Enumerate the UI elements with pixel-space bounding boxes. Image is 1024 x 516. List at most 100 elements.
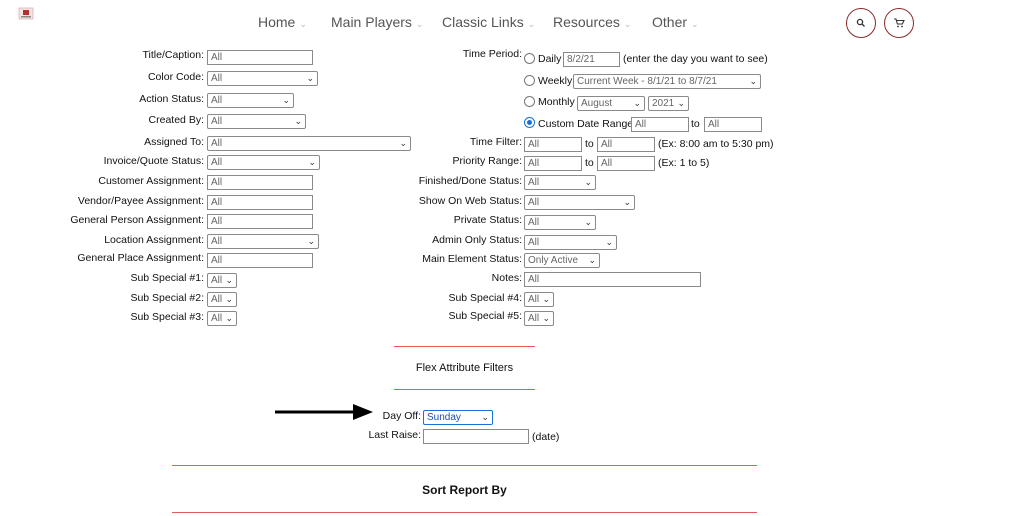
time-filter-label: Time Filter: [469, 136, 522, 148]
custom-to-label: to [691, 118, 700, 130]
created-by-select[interactable]: All ⌄ [207, 114, 306, 129]
customer-assignment-input[interactable]: All [207, 175, 313, 190]
chevron-down-icon: ⌄ [542, 294, 550, 304]
arrow-right-icon [275, 404, 373, 420]
year-select[interactable]: 2021⌄ [648, 96, 689, 111]
sub-special-2-select[interactable]: All⌄ [207, 292, 237, 307]
finished-done-status-select[interactable]: All ⌄ [524, 175, 596, 190]
time-filter-from-input[interactable]: All [524, 137, 582, 152]
show-on-web-status-label: Show On Web Status: [418, 195, 522, 207]
chevron-down-icon: ⌄ [225, 313, 233, 323]
monthly-label: Monthly [538, 96, 575, 108]
general-place-assignment-label: General Place Assignment: [77, 252, 204, 264]
month-select[interactable]: August ⌄ [577, 96, 645, 111]
location-assignment-value: All [211, 236, 223, 247]
chevron-down-icon: ⌄ [415, 19, 424, 29]
title-caption-input[interactable]: All [207, 50, 313, 65]
nav-other-label: Other [652, 14, 688, 30]
color-code-select[interactable]: All ⌄ [207, 71, 318, 86]
search-button[interactable] [846, 8, 876, 38]
sub-special-3-select[interactable]: All⌄ [207, 311, 237, 326]
nav-main-players-label: Main Players [331, 14, 412, 30]
main-element-status-label: Main Element Status: [422, 253, 522, 265]
action-status-select[interactable]: All⌄ [207, 93, 294, 108]
chevron-down-icon: ⌄ [633, 98, 641, 108]
color-code-label: Color Code: [147, 71, 204, 83]
show-on-web-status-select[interactable]: All ⌄ [524, 195, 635, 210]
chevron-down-icon: ⌄ [294, 116, 302, 126]
main-element-status-select[interactable]: Only Active ⌄ [524, 253, 600, 268]
custom-from-input[interactable]: All [631, 117, 689, 132]
site-logo[interactable] [17, 6, 35, 22]
time-filter-to-input[interactable]: All [597, 137, 655, 152]
month-value: August [581, 98, 613, 109]
monthly-radio[interactable] [524, 96, 535, 107]
admin-only-status-label: Admin Only Status: [432, 234, 522, 246]
divider [394, 389, 535, 390]
time-period-label: Time Period: [462, 48, 522, 60]
finished-done-status-value: All [528, 177, 540, 188]
nav-home[interactable]: Home⌄ [258, 14, 307, 30]
chevron-down-icon: ⌄ [749, 76, 757, 86]
chevron-down-icon: ⌄ [306, 73, 314, 83]
main-element-status-value: Only Active [528, 255, 579, 266]
notes-input[interactable]: All [524, 272, 701, 287]
nav-other[interactable]: Other⌄ [652, 14, 699, 30]
daily-radio[interactable] [524, 53, 535, 64]
nav-resources-label: Resources [553, 14, 620, 30]
sub-special-5-select[interactable]: All⌄ [524, 311, 554, 326]
color-code-value: All [211, 73, 223, 84]
weekly-radio[interactable] [524, 75, 535, 86]
cart-button[interactable] [884, 8, 914, 38]
action-status-value: All [211, 95, 223, 106]
daily-label: Daily [538, 53, 562, 65]
invoice-quote-status-select[interactable]: All⌄ [207, 155, 320, 170]
chevron-down-icon: ⌄ [308, 157, 316, 167]
assigned-to-label: Assigned To: [144, 136, 204, 148]
sub-special-2-label: Sub Special #2: [130, 292, 204, 304]
admin-only-status-select[interactable]: All⌄ [524, 235, 617, 250]
sub-special-4-label: Sub Special #4: [448, 292, 522, 304]
chevron-down-icon: ⌄ [623, 197, 631, 207]
chevron-down-icon: ⌄ [584, 177, 592, 187]
sub-special-1-select[interactable]: All⌄ [207, 273, 237, 288]
sub-special-4-select[interactable]: All⌄ [524, 292, 554, 307]
vendor-payee-assignment-input[interactable]: All [207, 195, 313, 210]
chevron-down-icon: ⌄ [605, 237, 613, 247]
custom-date-range-label: Custom Date Range [538, 118, 634, 130]
general-person-assignment-input[interactable]: All [207, 214, 313, 229]
cart-icon [894, 18, 905, 28]
sub-special-3-label: Sub Special #3: [130, 311, 204, 323]
day-off-value: Sunday [427, 412, 461, 423]
chevron-down-icon: ⌄ [399, 138, 407, 148]
assigned-to-select[interactable]: All⌄ [207, 136, 411, 151]
time-filter-hint: (Ex: 8:00 am to 5:30 pm) [658, 138, 774, 150]
priority-to-input[interactable]: All [597, 156, 655, 171]
general-place-assignment-input[interactable]: All [207, 253, 313, 268]
chevron-down-icon: ⌄ [527, 19, 536, 29]
time-filter-to-label: to [585, 138, 594, 150]
last-raise-hint: (date) [532, 431, 560, 443]
day-off-select[interactable]: Sunday⌄ [423, 410, 493, 425]
private-status-select[interactable]: All⌄ [524, 215, 596, 230]
nav-classic-links[interactable]: Classic Links⌄ [442, 14, 535, 30]
chevron-down-icon: ⌄ [623, 19, 632, 29]
nav-main-players[interactable]: Main Players⌄ [331, 14, 423, 30]
sort-report-by-heading: Sort Report By [422, 483, 507, 497]
location-assignment-select[interactable]: All ⌄ [207, 234, 319, 249]
custom-to-input[interactable]: All [704, 117, 762, 132]
private-status-label: Private Status: [453, 214, 522, 226]
weekly-label: Weekly [538, 75, 573, 87]
last-raise-input[interactable] [423, 429, 529, 444]
chevron-down-icon: ⌄ [677, 98, 685, 108]
chevron-down-icon: ⌄ [307, 236, 315, 246]
priority-from-input[interactable]: All [524, 156, 582, 171]
chevron-down-icon: ⌄ [584, 217, 592, 227]
daily-date-input[interactable]: 8/2/21 [563, 52, 620, 67]
show-on-web-status-value: All [528, 197, 540, 208]
custom-date-range-radio[interactable] [524, 117, 535, 128]
created-by-value: All [211, 116, 223, 127]
nav-resources[interactable]: Resources⌄ [553, 14, 631, 30]
weekly-select[interactable]: Current Week - 8/1/21 to 8/7/21⌄ [573, 74, 761, 89]
chevron-down-icon: ⌄ [588, 255, 596, 265]
